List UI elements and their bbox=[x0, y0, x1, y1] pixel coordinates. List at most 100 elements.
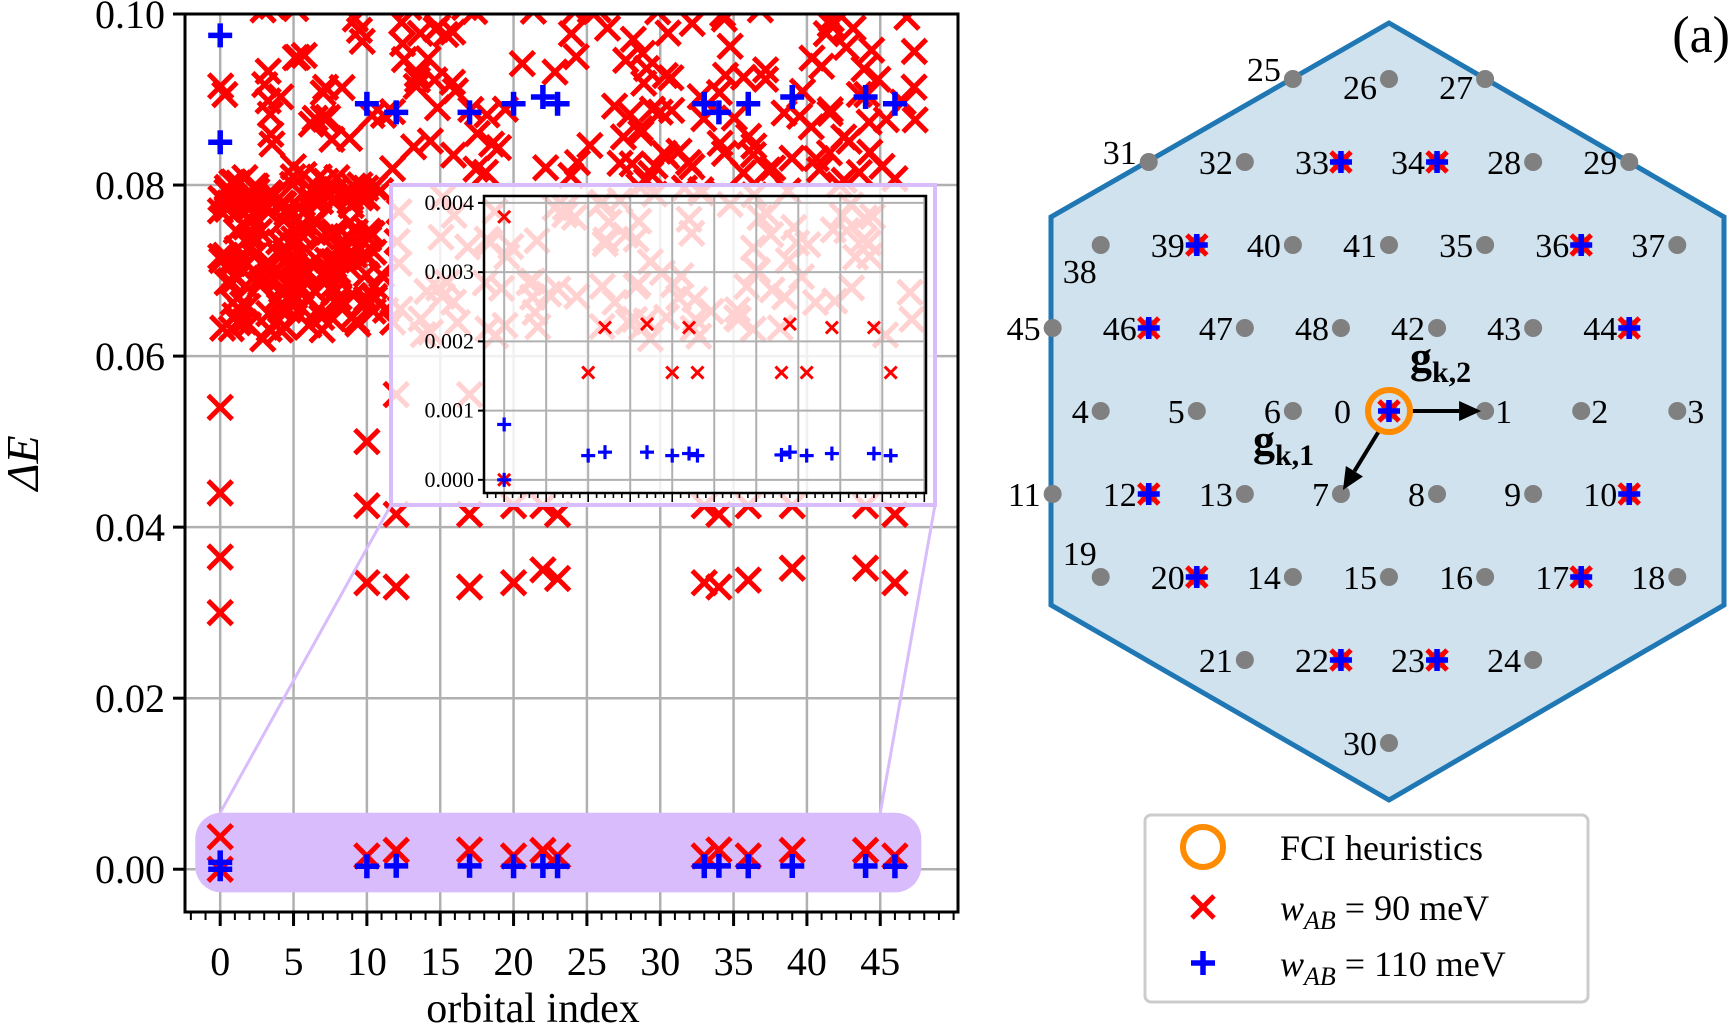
k-point-label: 19 bbox=[1063, 536, 1097, 573]
x-stroke bbox=[597, 320, 613, 335]
red-x-point bbox=[281, 43, 310, 72]
x-stroke bbox=[590, 14, 605, 25]
red-x-point bbox=[778, 554, 807, 582]
red-x-point bbox=[255, 315, 283, 343]
x-stroke bbox=[716, 32, 744, 61]
x-tick-label: 10 bbox=[347, 939, 387, 984]
k-point-label: 46 bbox=[1103, 311, 1137, 348]
red-x-point bbox=[224, 169, 253, 197]
marked-blue-plus bbox=[1137, 317, 1160, 339]
red-x-point bbox=[257, 120, 285, 149]
inset-connector-line bbox=[878, 504, 937, 814]
x-stroke bbox=[281, 14, 294, 23]
marked-blue-plus bbox=[1185, 234, 1208, 256]
vector-g-k1-arrow-head bbox=[1342, 466, 1363, 490]
k-point-dot bbox=[1091, 236, 1110, 254]
x-stroke bbox=[206, 393, 234, 422]
blue-plus-point bbox=[706, 853, 731, 878]
x-stroke bbox=[835, 127, 863, 156]
k-point-label: 20 bbox=[1151, 560, 1185, 597]
inset-spines bbox=[482, 194, 928, 495]
x-stroke bbox=[639, 317, 655, 332]
x-stroke bbox=[816, 99, 844, 128]
red-x-point bbox=[584, 14, 612, 24]
inset-blue-plus-point bbox=[824, 446, 839, 461]
x-stroke bbox=[901, 106, 929, 134]
k-point-dot bbox=[1428, 319, 1447, 337]
x-stroke bbox=[656, 14, 672, 26]
x-stroke bbox=[423, 93, 452, 122]
red-x-point bbox=[705, 573, 733, 601]
red-x-point bbox=[305, 163, 334, 191]
k-point-label: 18 bbox=[1631, 560, 1665, 597]
x-stroke bbox=[228, 246, 257, 274]
red-x-point bbox=[616, 100, 644, 129]
x-stroke bbox=[311, 73, 340, 102]
k-point-dot bbox=[1331, 485, 1350, 503]
red-x-point bbox=[778, 144, 806, 172]
blue-plus-point bbox=[736, 91, 761, 116]
x-stroke bbox=[206, 479, 234, 507]
x-stroke bbox=[263, 14, 277, 24]
k-point-dot bbox=[1235, 319, 1254, 337]
x-stroke bbox=[439, 141, 468, 169]
inset-red-x-point bbox=[681, 320, 697, 335]
legend-item: FCI heuristics bbox=[1180, 824, 1483, 870]
k-point-label: 48 bbox=[1295, 311, 1329, 348]
x-stroke bbox=[598, 14, 612, 24]
x-axis-label: orbital index bbox=[426, 986, 639, 1032]
k-point-label: 27 bbox=[1439, 70, 1473, 107]
legend-label: wAB = 110 meV bbox=[1280, 944, 1506, 991]
x-stroke bbox=[600, 92, 629, 120]
red-x-point bbox=[606, 149, 634, 178]
x-stroke bbox=[206, 197, 235, 225]
red-x-point bbox=[206, 543, 234, 571]
x-stroke bbox=[758, 154, 787, 182]
x-stroke bbox=[581, 365, 596, 380]
x-stroke bbox=[353, 568, 381, 597]
red-x-point bbox=[353, 491, 381, 520]
inset-blue-plus-point bbox=[497, 472, 512, 487]
red-x-point bbox=[778, 836, 807, 865]
k-point-label: 40 bbox=[1247, 228, 1281, 265]
red-x-point bbox=[345, 16, 374, 45]
x-stroke bbox=[705, 836, 733, 864]
red-x-point bbox=[739, 140, 768, 169]
red-x-point bbox=[657, 96, 686, 125]
x-stroke bbox=[252, 264, 280, 293]
red-x-point bbox=[805, 155, 834, 184]
k-point-dot bbox=[1380, 236, 1398, 254]
inset-blue-plus-point bbox=[690, 448, 705, 463]
x-stroke bbox=[802, 144, 830, 173]
red-x-point bbox=[353, 568, 381, 597]
blue-plus-point bbox=[208, 130, 233, 155]
red-x-point bbox=[422, 15, 450, 44]
red-x-point bbox=[313, 103, 342, 132]
y-tick-label: 0.08 bbox=[95, 163, 165, 208]
x-stroke bbox=[643, 14, 660, 26]
red-x-point bbox=[651, 61, 680, 90]
red-x-point bbox=[471, 158, 500, 187]
k-point-dot bbox=[1331, 319, 1350, 337]
legend-value: = 90 meV bbox=[1336, 888, 1489, 928]
red-x-point bbox=[353, 427, 381, 456]
x-stroke bbox=[249, 14, 263, 24]
red-x-point bbox=[416, 127, 445, 155]
red-x-point bbox=[249, 14, 277, 24]
x-stroke bbox=[868, 152, 896, 181]
legend-subscript: AB bbox=[1302, 906, 1336, 935]
inset-y-tick-label: 0.004 bbox=[425, 190, 475, 215]
inset-red-x-point bbox=[665, 365, 680, 380]
red-x-point bbox=[316, 256, 345, 285]
blue-plus-point bbox=[530, 84, 555, 109]
inset-blue-plus-point bbox=[782, 445, 797, 460]
k-point-dot bbox=[1043, 319, 1062, 337]
x-stroke bbox=[734, 566, 763, 594]
red-x-point bbox=[797, 113, 826, 141]
x-stroke bbox=[332, 179, 360, 208]
x-stroke bbox=[471, 158, 500, 187]
k-point-label: 34 bbox=[1391, 145, 1425, 182]
x-stroke bbox=[313, 103, 342, 132]
